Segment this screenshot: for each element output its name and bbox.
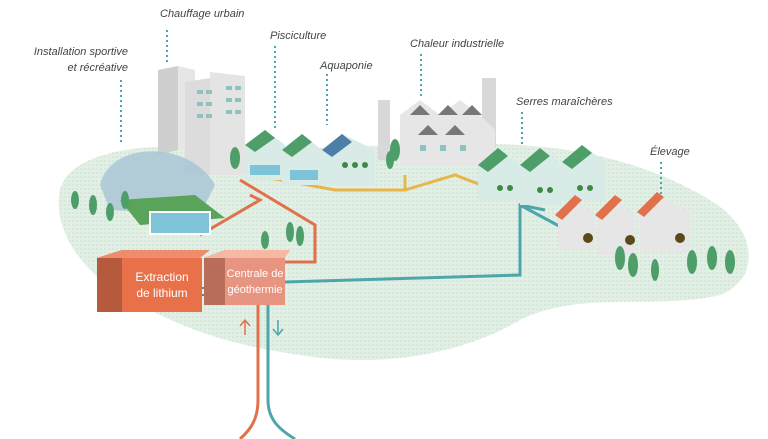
arrow-up-icon — [239, 318, 251, 335]
trees — [71, 139, 735, 281]
lithium-extraction-box — [97, 250, 210, 312]
arrow-down-icon — [272, 320, 284, 337]
label-industrial-heat: Chaleur industrielle — [410, 38, 505, 50]
plant-box-label: Centrale de géothermie — [225, 266, 285, 298]
label-fish-farming: Pisciculture — [270, 30, 327, 42]
factory — [378, 78, 496, 165]
label-sports-line1: Installation sportive — [33, 46, 128, 58]
lithium-line2: de lithium — [136, 286, 188, 300]
lithium-line1: Extraction — [135, 270, 189, 284]
lithium-box-label: Extraction de lithium — [122, 269, 202, 301]
vegetable-greenhouses — [478, 145, 605, 205]
leader-lines — [120, 30, 662, 195]
label-greenhouses: Serres maraîchères — [516, 96, 613, 108]
geothermal-plant-box — [204, 250, 290, 305]
fish-farm-greenhouses — [245, 130, 375, 185]
label-district-heating: Chauffage urbain — [160, 8, 245, 20]
plant-line1: Centrale de — [226, 268, 284, 280]
label-livestock: Élevage — [650, 146, 690, 158]
sports-dome — [100, 151, 225, 235]
label-sports-line2: et récréative — [67, 62, 128, 74]
label-aquaponics: Aquaponie — [320, 60, 373, 72]
plant-line2: géothermie — [227, 284, 283, 296]
barns — [555, 192, 690, 255]
